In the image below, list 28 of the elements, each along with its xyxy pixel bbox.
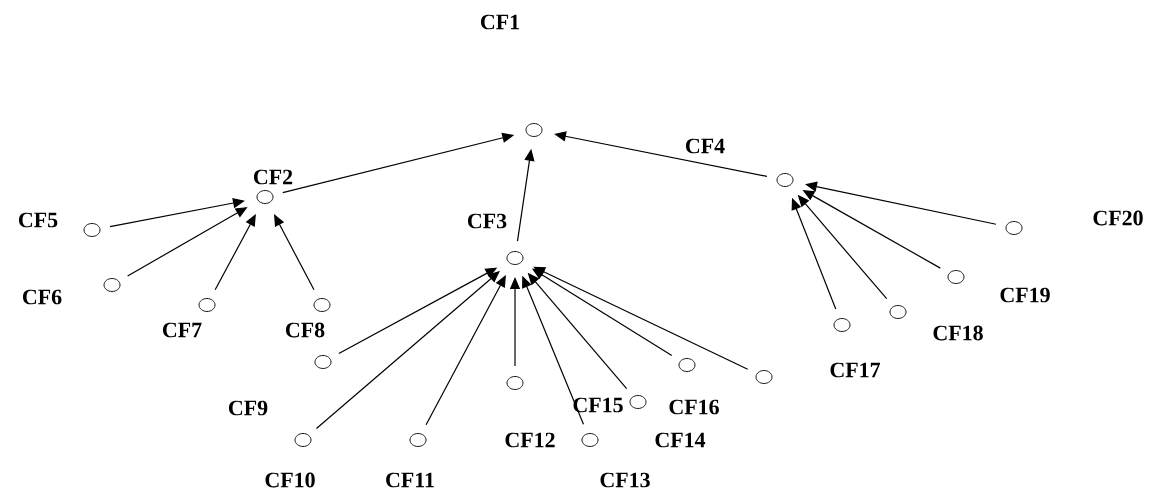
node-label: CF5 xyxy=(16,211,60,229)
node-label: CF9 xyxy=(226,399,270,417)
node-label: CF13 xyxy=(598,471,652,489)
node-label: CF3 xyxy=(465,212,509,230)
node-label: CF20 xyxy=(1091,209,1145,227)
node-label: CF17 xyxy=(828,361,882,379)
node-label: CF18 xyxy=(931,324,985,342)
node-label: CF4 xyxy=(683,137,727,155)
arrow xyxy=(274,214,315,291)
node-circle xyxy=(525,123,543,137)
node-label: CF6 xyxy=(20,288,64,306)
arrow xyxy=(533,266,749,370)
node-label: CF2 xyxy=(251,168,295,186)
node-label: CF8 xyxy=(283,321,327,339)
node-label: CF1 xyxy=(478,13,522,31)
node-circle xyxy=(1005,221,1023,235)
arrow xyxy=(554,131,768,177)
node-label: CF7 xyxy=(160,321,204,339)
node-label: CF10 xyxy=(263,471,317,489)
node-circle xyxy=(314,355,332,369)
node-label: CF14 xyxy=(653,431,707,449)
node-circle xyxy=(755,370,773,384)
node-label: CF11 xyxy=(384,471,436,489)
node-label: CF19 xyxy=(998,286,1052,304)
arrow xyxy=(425,275,506,426)
arrow xyxy=(109,198,245,228)
node-label: CF12 xyxy=(503,431,557,449)
node-label: CF16 xyxy=(667,398,721,416)
